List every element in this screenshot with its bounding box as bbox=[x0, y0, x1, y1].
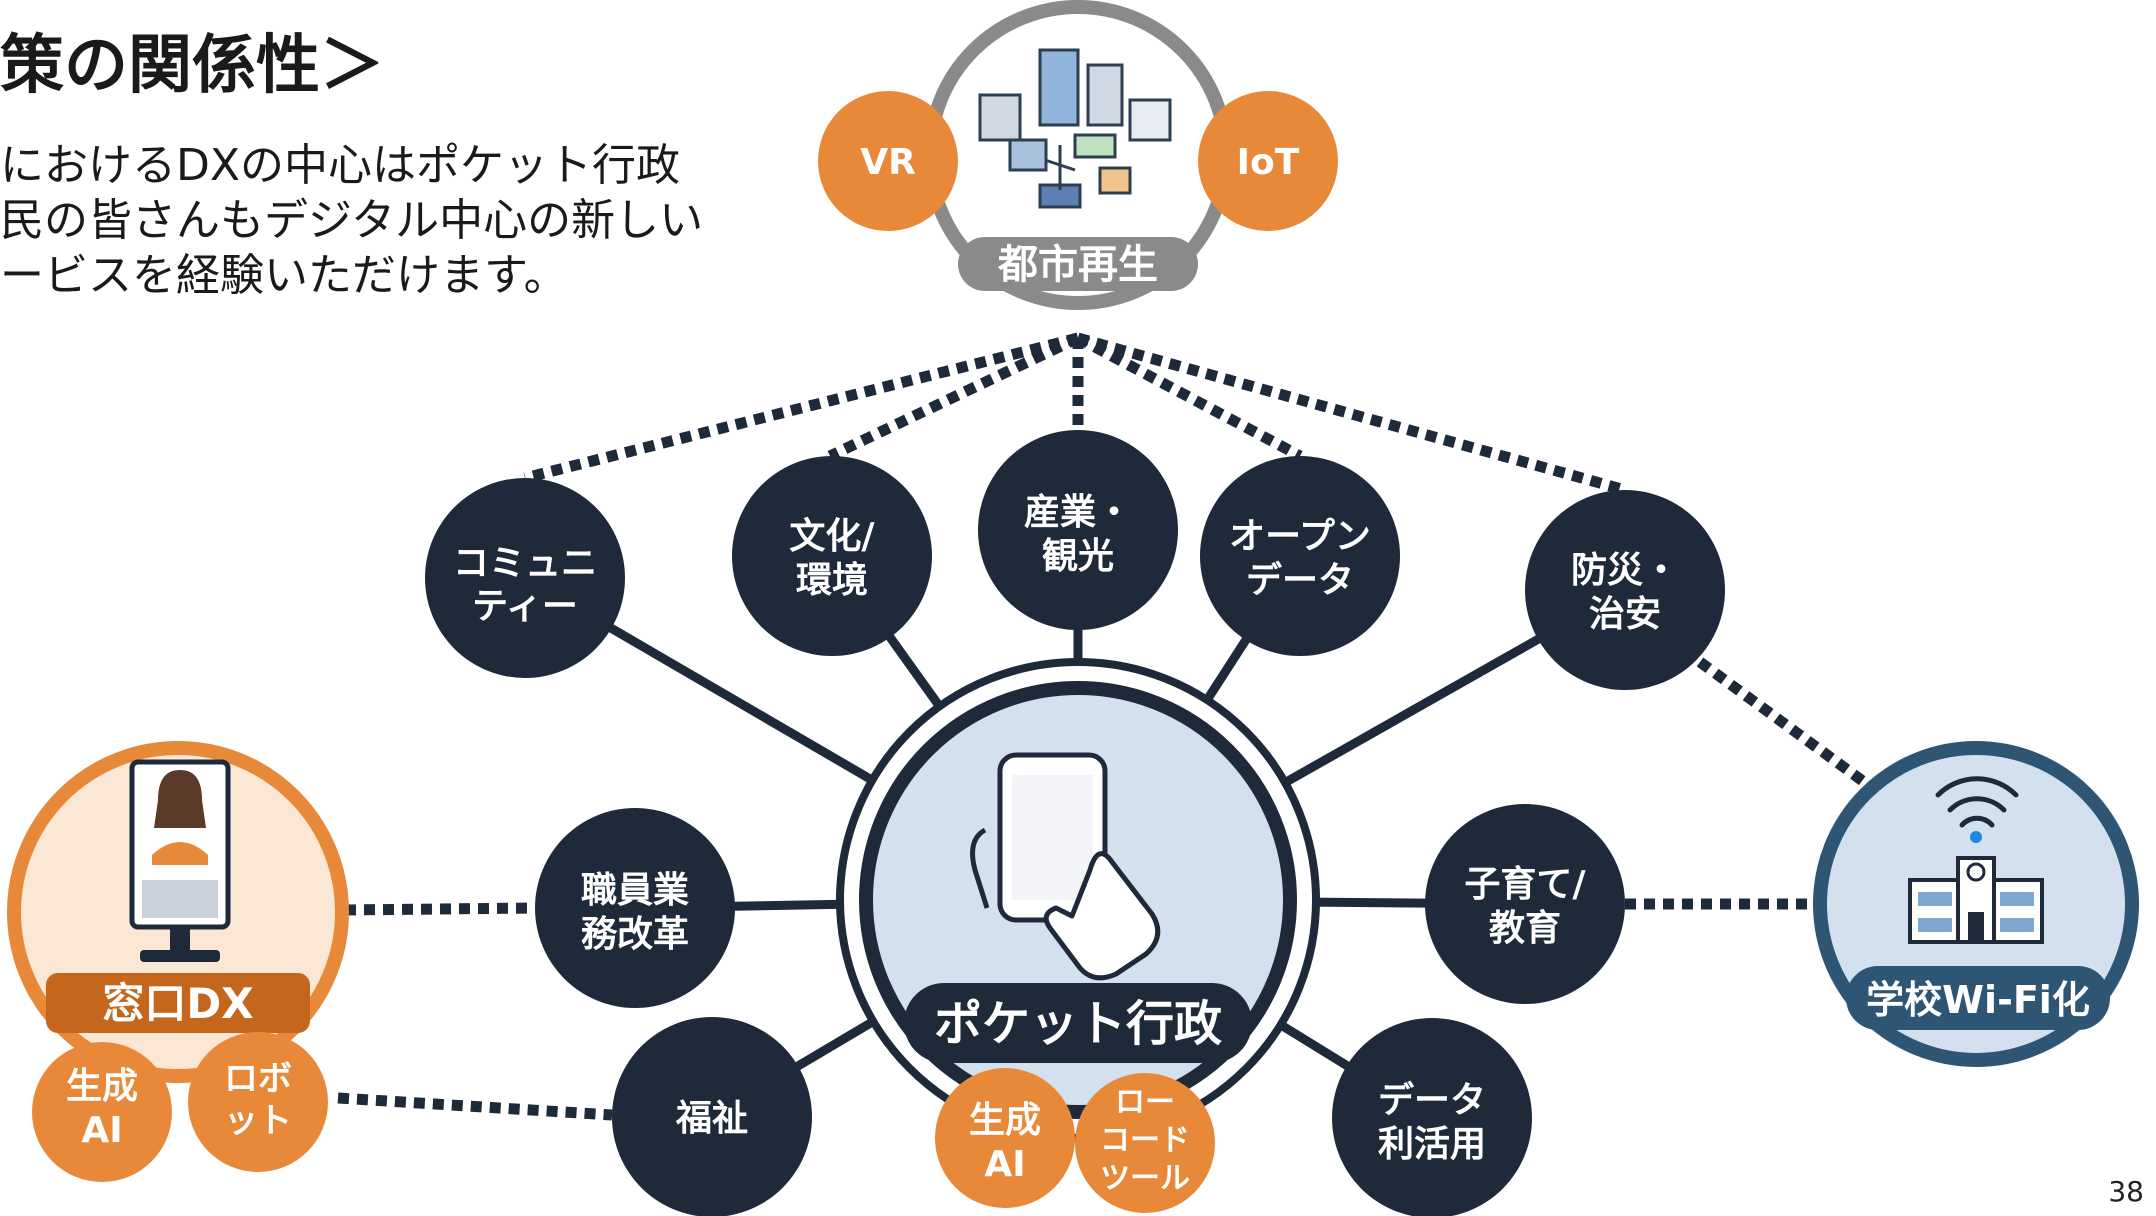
dotted-link bbox=[1076, 332, 1627, 496]
node-label-line: 務改革 bbox=[581, 914, 689, 955]
top-hub-label: 都市再生 bbox=[997, 242, 1158, 288]
left-badge-line: ット bbox=[224, 1101, 292, 1141]
node-label-line: データ bbox=[1246, 559, 1354, 601]
right-hub-label: 学校Wi-Fi化 bbox=[1866, 978, 2090, 1022]
school-icon bbox=[1908, 856, 2044, 944]
dotted-link bbox=[523, 332, 1080, 484]
node-culture[interactable]: 文化/ 環境 bbox=[732, 456, 932, 656]
node-childcare[interactable]: 子育て/ 教育 bbox=[1425, 804, 1625, 1004]
node-community[interactable]: コミュニ ティー bbox=[425, 478, 625, 678]
node-label-line: 文化/ bbox=[789, 516, 875, 557]
center-badge-line: コード bbox=[1100, 1123, 1190, 1158]
left-hub[interactable]: 窓口DX 生成 AI ロボ ット bbox=[7, 741, 349, 1182]
left-hub-label: 窓口DX bbox=[102, 979, 253, 1028]
node-datause[interactable]: データ 利活用 bbox=[1332, 1018, 1532, 1216]
page-title: 策の関係性＞ bbox=[0, 29, 384, 103]
node-label-line: 職員業 bbox=[581, 870, 689, 911]
center-hub[interactable]: ポケット行政 生成 AI ロー コード ツール bbox=[836, 658, 1320, 1213]
school-wifi-icon bbox=[1935, 776, 2019, 828]
left-badge-line: ロボ bbox=[224, 1059, 292, 1099]
dotted-links bbox=[337, 332, 1879, 1121]
center-badge-line: 生成 bbox=[969, 1100, 1041, 1141]
center-badge-line: ツール bbox=[1100, 1161, 1190, 1196]
center-label: ポケット行政 bbox=[934, 996, 1222, 1052]
center-badge-line: AI bbox=[984, 1144, 1025, 1185]
dotted-link bbox=[337, 1092, 613, 1121]
node-staff[interactable]: 職員業 務改革 bbox=[535, 808, 735, 1008]
vr-badge: VR bbox=[860, 142, 916, 183]
top-hub[interactable]: 都市再生 VR IoT bbox=[818, 0, 1338, 310]
node-label-line: コミュニ bbox=[453, 543, 597, 584]
node-industry[interactable]: 産業・ 観光 bbox=[978, 430, 1178, 630]
node-label-line: ティー bbox=[472, 586, 578, 627]
page-number: 38 bbox=[2108, 1175, 2144, 1208]
node-label-line: オープン bbox=[1229, 516, 1371, 557]
node-label-line: 産業・ bbox=[1024, 492, 1132, 533]
node-label-line: 利活用 bbox=[1378, 1124, 1486, 1165]
center-badge-line: ロー bbox=[1115, 1085, 1175, 1120]
iot-badge: IoT bbox=[1237, 142, 1300, 183]
node-label-line: データ bbox=[1378, 1079, 1486, 1121]
node-welfare[interactable]: 福祉 bbox=[612, 1017, 812, 1216]
node-label-line: 教育 bbox=[1489, 908, 1561, 949]
city-icon bbox=[978, 48, 1172, 209]
node-label-line: 観光 bbox=[1042, 536, 1114, 577]
description-line: におけるDXの中心はポケット行政 bbox=[0, 140, 681, 191]
node-label-line: 環境 bbox=[796, 560, 868, 601]
node-label-line: 福祉 bbox=[675, 1098, 748, 1139]
left-badge-line: AI bbox=[81, 1110, 122, 1151]
dotted-link bbox=[1075, 333, 1303, 461]
right-hub[interactable]: 学校Wi-Fi化 bbox=[1813, 741, 2139, 1067]
dotted-link bbox=[1696, 657, 1879, 795]
node-opendata[interactable]: オープン データ bbox=[1200, 456, 1400, 656]
node-disaster[interactable]: 防災・ 治安 bbox=[1525, 490, 1725, 690]
description-line: ービスを経験いただけます。 bbox=[0, 250, 568, 301]
smartphone-tap-icon bbox=[970, 752, 1161, 981]
node-label-line: 子育て/ bbox=[1464, 864, 1586, 905]
left-badge-line: 生成 bbox=[66, 1066, 138, 1107]
dotted-link bbox=[827, 333, 1081, 461]
kiosk-receptionist-icon bbox=[129, 759, 231, 962]
node-label-line: 防災・ bbox=[1571, 550, 1679, 591]
dotted-link bbox=[344, 902, 536, 916]
description-line: 民の皆さんもデジタル中心の新しい bbox=[0, 195, 704, 246]
node-label-line: 治安 bbox=[1589, 594, 1661, 635]
description: におけるDXの中心はポケット行政 民の皆さんもデジタル中心の新しい ービスを経験… bbox=[0, 138, 760, 303]
